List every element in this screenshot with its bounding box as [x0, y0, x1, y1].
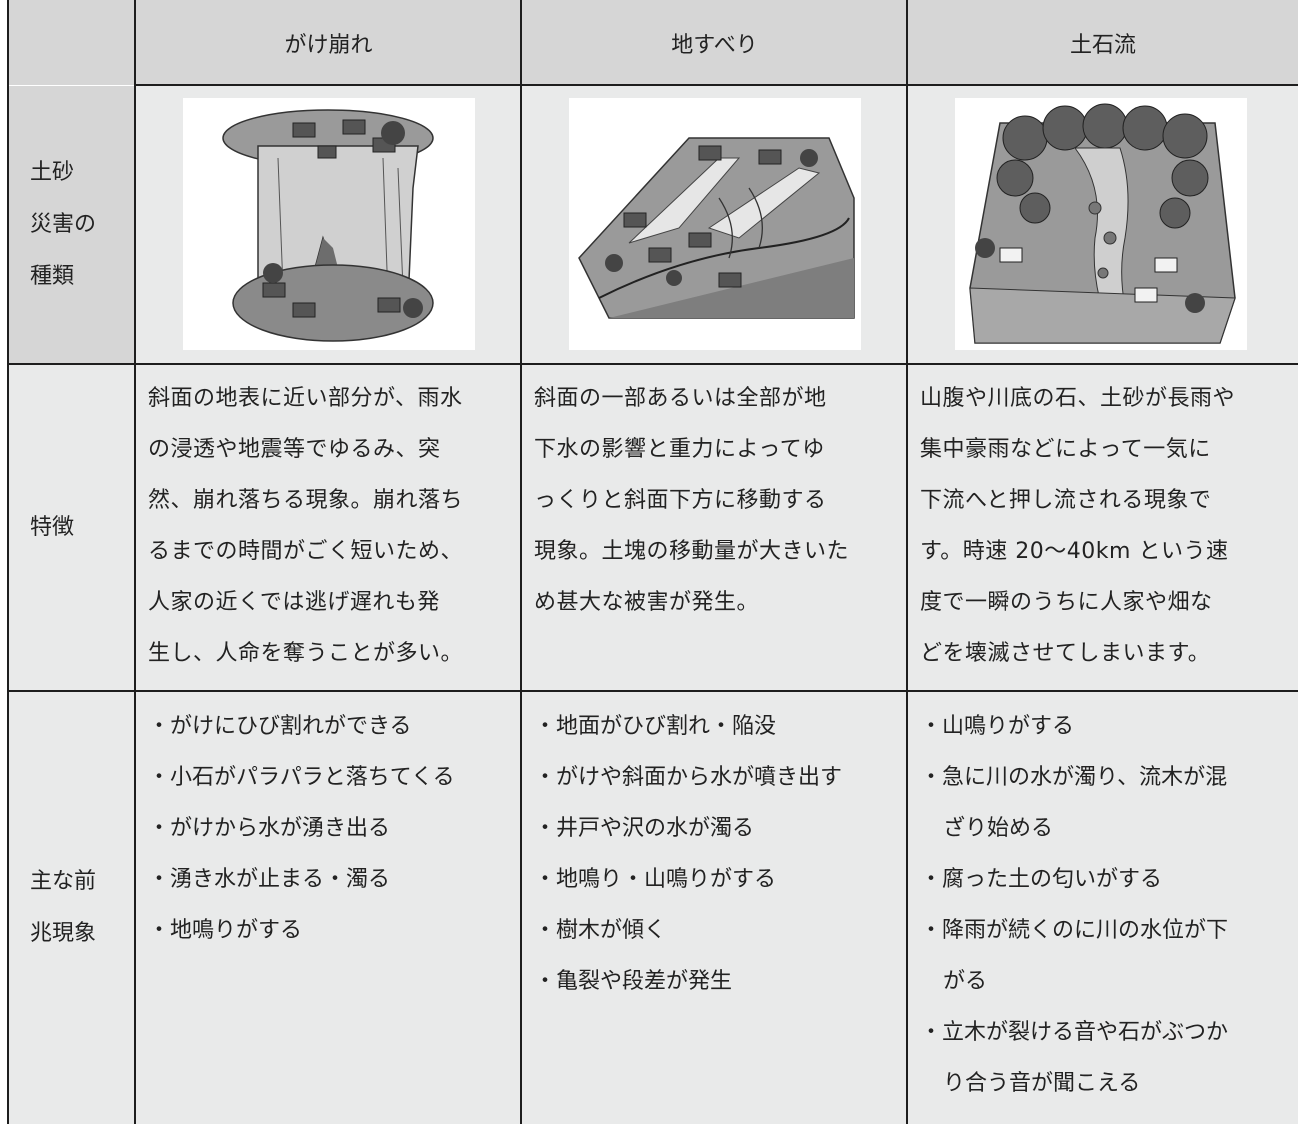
- list-item: ・樹木が傾く: [534, 918, 667, 943]
- list-item: ・湧き水が止まる・濁る: [148, 867, 391, 892]
- text-line: 下水の影響と重力によってゆ: [534, 437, 825, 462]
- list-item-continuation: ざり始める: [943, 816, 1054, 841]
- features-cliff-collapse: 斜面の地表に近い部分が、雨水 の浸透や地震等でゆるみ、突 然、崩れ落ちる現象。崩…: [136, 365, 521, 691]
- text-line: 度で一瞬のうちに人家や畑な: [920, 590, 1213, 615]
- text-line: 生し、人命を奪うことが多い。: [148, 641, 464, 666]
- border-row2-bottom: [7, 690, 1298, 692]
- text-line: 斜面の一部あるいは全部が地: [534, 386, 827, 411]
- signs-landslide: ・地面がひび割れ・陥没 ・がけや斜面から水が噴き出す ・井戸や沢の水が濁る ・地…: [522, 692, 907, 1124]
- row-label-line: 特徴: [30, 515, 75, 540]
- debris-flow-illustration: [955, 98, 1247, 350]
- row-label-types: 土砂 災害の 種類: [8, 86, 135, 364]
- list-item: ・小石がパラパラと落ちてくる: [148, 765, 455, 790]
- text-line: 現象。土塊の移動量が大きいた: [534, 539, 850, 564]
- header-label: がけ崩れ: [284, 32, 373, 58]
- list-item: ・亀裂や段差が発生: [534, 969, 733, 994]
- header-cliff-collapse: がけ崩れ: [136, 0, 521, 85]
- text-line: め甚大な被害が発生。: [534, 590, 760, 615]
- header-debris-flow: 土石流: [908, 0, 1298, 85]
- signs-debris-flow: ・山鳴りがする ・急に川の水が濁り、流木が混 ざり始める ・腐った土の匂いがする…: [908, 692, 1298, 1124]
- list-item: ・がけや斜面から水が噴き出す: [534, 765, 843, 790]
- text-line: 下流へと押し流される現象で: [920, 488, 1212, 513]
- text-line: 然、崩れ落ちる現象。崩れ落ち: [148, 488, 464, 513]
- row-label-features: 特徴: [8, 365, 135, 691]
- border-row1-bottom: [7, 363, 1298, 365]
- text-line: どを壊滅させてしまいます。: [920, 641, 1211, 666]
- text-line: 集中豪雨などによって一気に: [920, 437, 1211, 462]
- border-col1: [134, 0, 136, 1124]
- text-line: 山腹や川底の石、土砂が長雨や: [920, 386, 1236, 411]
- header-landslide: 地すべり: [522, 0, 907, 85]
- row-label-line: 兆現象: [30, 921, 97, 946]
- text-line: っくりと斜面下方に移動する: [534, 488, 827, 513]
- row-label-signs: 主な前 兆現象: [8, 692, 135, 1124]
- corner-cell: [8, 0, 135, 85]
- list-item: ・急に川の水が濁り、流木が混: [920, 765, 1228, 790]
- border-col3: [906, 0, 908, 1124]
- list-item: ・地鳴りがする: [148, 918, 303, 943]
- landslide-icon: [578, 137, 855, 319]
- list-item: ・がけから水が湧き出る: [148, 816, 391, 841]
- text-line: 斜面の地表に近い部分が、雨水: [148, 386, 463, 411]
- text-line: るまでの時間がごく短いため、: [148, 539, 464, 564]
- signs-cliff-collapse: ・がけにひび割れができる ・小石がパラパラと落ちてくる ・がけから水が湧き出る …: [136, 692, 521, 1124]
- cliff-collapse-illustration: [183, 98, 475, 350]
- header-label: 地すべり: [671, 32, 758, 58]
- list-item: ・山鳴りがする: [920, 714, 1075, 739]
- text-line: 人家の近くでは逃げ遅れも発: [148, 590, 440, 615]
- list-item: ・降雨が続くのに川の水位が下: [920, 918, 1229, 943]
- text-line: の浸透や地震等でゆるみ、突: [148, 437, 441, 462]
- list-item: ・井戸や沢の水が濁る: [534, 816, 755, 841]
- cliff-collapse-icon: [222, 109, 434, 342]
- text-line: す。時速 20～40km という速: [920, 539, 1229, 564]
- list-item: ・地面がひび割れ・陥没: [534, 714, 777, 739]
- border-col2: [520, 0, 522, 1124]
- list-item: ・腐った土の匂いがする: [920, 867, 1163, 892]
- border-left: [7, 0, 9, 1124]
- features-landslide: 斜面の一部あるいは全部が地 下水の影響と重力によってゆ っくりと斜面下方に移動す…: [522, 365, 907, 691]
- landslide-illustration: [569, 98, 861, 350]
- features-debris-flow: 山腹や川底の石、土砂が長雨や 集中豪雨などによって一気に 下流へと押し流される現…: [908, 365, 1298, 691]
- list-item: ・立木が裂ける音や石がぶつか: [920, 1020, 1229, 1045]
- list-item: ・地鳴り・山鳴りがする: [534, 867, 777, 892]
- list-item-continuation: がる: [943, 969, 988, 994]
- row-label-line: 土砂: [30, 160, 75, 185]
- row-label-line: 災害の: [30, 212, 97, 237]
- header-label: 土石流: [1069, 32, 1136, 58]
- row-label-line: 種類: [30, 264, 75, 289]
- row-label-line: 主な前: [30, 869, 97, 894]
- list-item: ・がけにひび割れができる: [148, 714, 412, 739]
- border-header-bottom: [134, 84, 1298, 86]
- debris-flow-icon: [969, 103, 1236, 344]
- list-item-continuation: り合う音が聞こえる: [943, 1071, 1141, 1096]
